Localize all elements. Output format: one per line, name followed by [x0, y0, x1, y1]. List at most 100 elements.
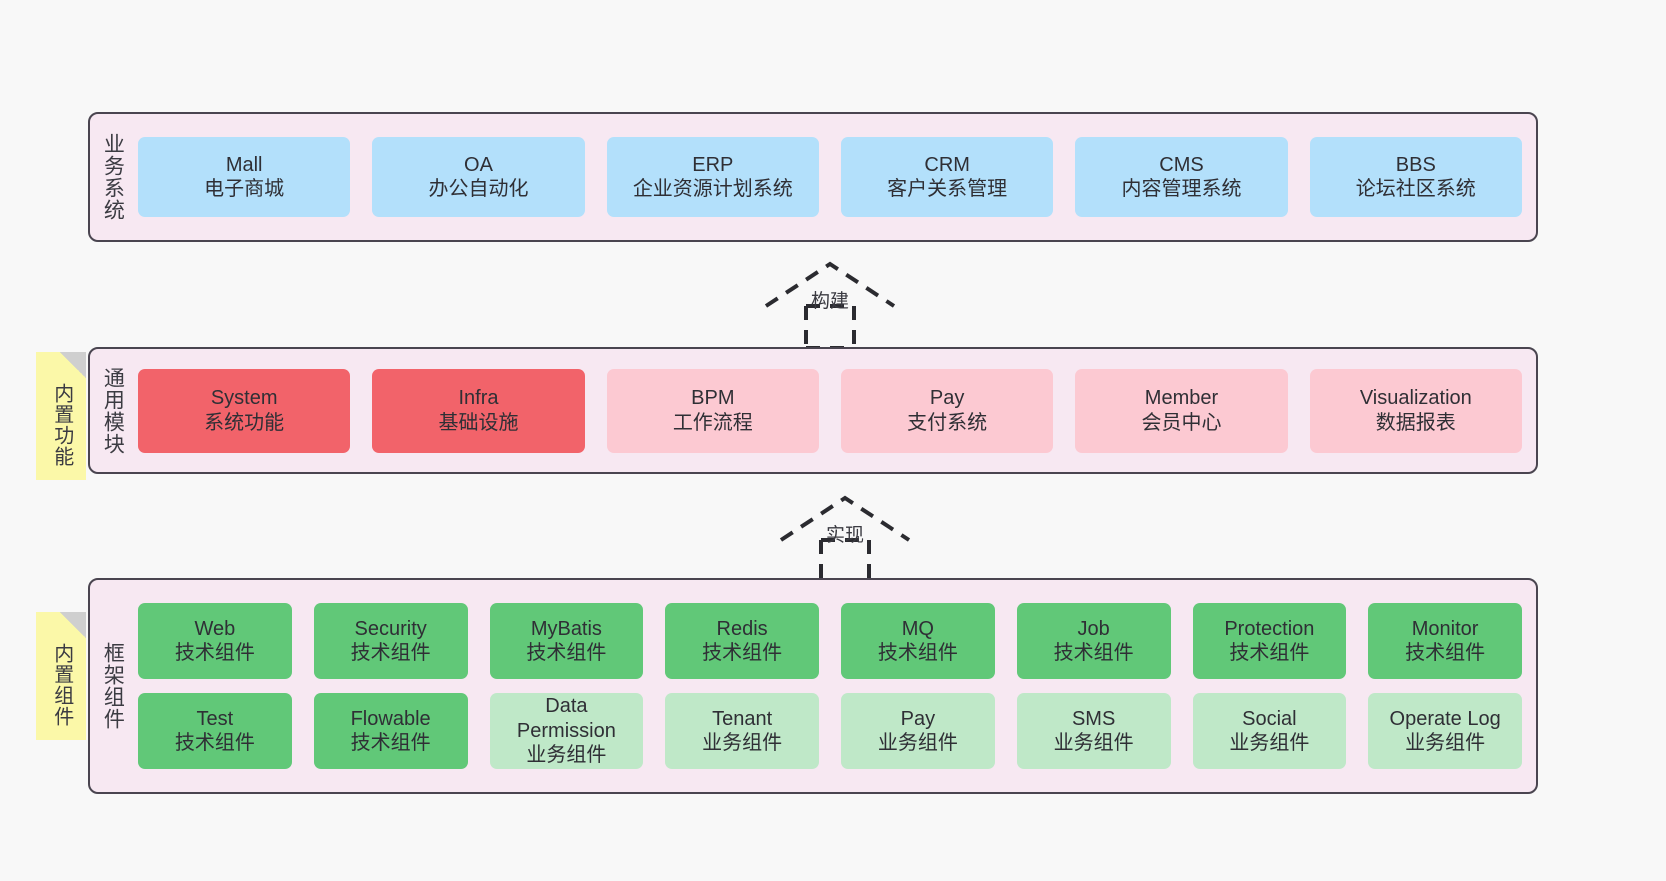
card-subtitle: 业务组件	[1053, 732, 1134, 754]
card-sms[interactable]: SMS 业务组件	[1016, 693, 1171, 769]
card-visualization[interactable]: Visualization 数据报表	[1309, 368, 1522, 453]
card-monitor[interactable]: Monitor 技术组件	[1368, 603, 1522, 679]
card-title: Operate Log	[1389, 707, 1501, 730]
layer-common-modules-body: System 系统功能 Infra 基础设施 BPM 工作流程	[134, 349, 1536, 472]
card-cell: Web 技术组件	[138, 603, 292, 679]
sticky-note-builtin-components: 内置组件	[36, 612, 86, 740]
connector-build: 构建	[760, 258, 900, 350]
card-mq[interactable]: MQ 技术组件	[841, 603, 995, 679]
connector-implement-label: 实现	[825, 525, 865, 546]
card-subtitle: 数据报表	[1375, 411, 1456, 434]
card-operate-log[interactable]: Operate Log 业务组件	[1368, 693, 1522, 769]
layer-framework-components: 框架组件 Web 技术组件 Security 技术组件	[88, 578, 1538, 794]
card-cell: Monitor 技术组件	[1368, 603, 1522, 679]
card-subtitle: 技术组件	[877, 642, 958, 664]
card-title: Mall	[225, 153, 263, 176]
card-protection[interactable]: Protection 技术组件	[1192, 603, 1347, 679]
card-title: Data Permission	[516, 695, 616, 742]
card-social[interactable]: Social 业务组件	[1192, 693, 1347, 769]
card-title: BPM	[691, 387, 735, 410]
card-row: System 系统功能 Infra 基础设施 BPM 工作流程	[138, 368, 1522, 453]
card-subtitle: 业务组件	[702, 732, 783, 754]
card-tenant[interactable]: Tenant 业务组件	[665, 693, 819, 769]
card-subtitle: 技术组件	[1229, 642, 1310, 664]
card-title: Pay	[900, 707, 936, 730]
card-subtitle: 论坛社区系统	[1355, 178, 1476, 200]
card-cell: Member 会员中心	[1075, 368, 1288, 453]
card-title: MyBatis	[530, 617, 602, 640]
card-subtitle: 技术组件	[1405, 642, 1486, 664]
card-cell: Security 技术组件	[313, 603, 468, 679]
card-system[interactable]: System 系统功能	[138, 368, 351, 453]
card-subtitle: 技术组件	[526, 642, 607, 664]
layer-framework-components-body: Web 技术组件 Security 技术组件 MyBatis 技术组件	[134, 580, 1536, 792]
card-subtitle: 技术组件	[174, 642, 255, 664]
card-crm[interactable]: CRM 客户关系管理	[840, 137, 1054, 217]
card-cms[interactable]: CMS 内容管理系统	[1075, 137, 1288, 217]
card-redis[interactable]: Redis 技术组件	[665, 603, 819, 679]
card-subtitle: 内容管理系统	[1121, 178, 1242, 200]
card-title: Security	[354, 617, 427, 640]
card-subtitle: 客户关系管理	[887, 178, 1008, 200]
card-title: MQ	[901, 617, 934, 640]
card-title: Web	[194, 617, 236, 640]
card-cell: Redis 技术组件	[665, 603, 819, 679]
card-title: SMS	[1071, 707, 1116, 730]
card-mybatis[interactable]: MyBatis 技术组件	[489, 603, 644, 679]
card-cell: MyBatis 技术组件	[489, 603, 644, 679]
card-flowable[interactable]: Flowable 技术组件	[313, 693, 468, 769]
card-subtitle: 技术组件	[702, 642, 783, 664]
card-test[interactable]: Test 技术组件	[138, 693, 292, 769]
sticky-note-builtin-features: 内置功能	[36, 352, 86, 480]
layer-business-systems-label: 业务系统	[101, 133, 125, 221]
card-cell: Operate Log 业务组件	[1368, 693, 1522, 769]
card-erp[interactable]: ERP 企业资源计划系统	[606, 137, 819, 217]
card-data-permission[interactable]: Data Permission 业务组件	[489, 693, 644, 769]
card-subtitle: 技术组件	[1053, 642, 1134, 664]
sticky-note-label: 内置组件	[50, 643, 73, 727]
card-cell: Infra 基础设施	[372, 368, 585, 453]
sticky-note-label: 内置功能	[50, 383, 73, 467]
card-cell: CRM 客户关系管理	[840, 137, 1054, 217]
folded-corner-icon	[60, 612, 86, 638]
card-row: Test 技术组件 Flowable 技术组件 Data Permission …	[138, 693, 1522, 769]
card-title: Social	[1242, 707, 1297, 730]
card-subtitle: 技术组件	[350, 642, 431, 664]
card-member[interactable]: Member 会员中心	[1075, 368, 1288, 453]
card-bbs[interactable]: BBS 论坛社区系统	[1309, 137, 1522, 217]
card-infra[interactable]: Infra 基础设施	[372, 368, 585, 453]
card-subtitle: 业务组件	[1405, 732, 1486, 754]
card-subtitle: 技术组件	[350, 732, 431, 754]
card-row: Web 技术组件 Security 技术组件 MyBatis 技术组件	[138, 603, 1522, 679]
card-title: Flowable	[350, 707, 431, 730]
connector-build-shape	[764, 261, 896, 350]
card-subtitle: 业务组件	[877, 732, 958, 754]
card-subtitle: 业务组件	[526, 744, 607, 767]
card-title: OA	[464, 153, 493, 176]
card-cell: System 系统功能	[138, 368, 351, 453]
card-subtitle: 工作流程	[672, 411, 753, 434]
card-mall[interactable]: Mall 电子商城	[138, 137, 351, 217]
card-cell: OA 办公自动化	[372, 137, 585, 217]
card-bpm[interactable]: BPM 工作流程	[606, 368, 819, 453]
card-oa[interactable]: OA 办公自动化	[372, 137, 585, 217]
card-subtitle: 业务组件	[1229, 732, 1310, 754]
card-title: Test	[196, 707, 234, 730]
folded-corner-icon	[60, 352, 86, 378]
card-cell: Test 技术组件	[138, 693, 292, 769]
card-pay-module[interactable]: Pay 支付系统	[840, 368, 1054, 453]
card-title: Tenant	[712, 707, 773, 730]
card-job[interactable]: Job 技术组件	[1016, 603, 1171, 679]
card-cell: Mall 电子商城	[138, 137, 351, 217]
layer-common-modules: 通用模块 System 系统功能 Infra 基础设施	[88, 347, 1538, 474]
card-cell: CMS 内容管理系统	[1075, 137, 1288, 217]
card-title: System	[210, 387, 278, 410]
card-security[interactable]: Security 技术组件	[313, 603, 468, 679]
card-web[interactable]: Web 技术组件	[138, 603, 292, 679]
card-cell: BBS 论坛社区系统	[1309, 137, 1522, 217]
card-pay-component[interactable]: Pay 业务组件	[841, 693, 995, 769]
card-title: Job	[1077, 617, 1110, 640]
layer-business-systems-body: Mall 电子商城 OA 办公自动化 ERP 企业资源计划系统	[134, 114, 1536, 240]
card-cell: ERP 企业资源计划系统	[606, 137, 819, 217]
